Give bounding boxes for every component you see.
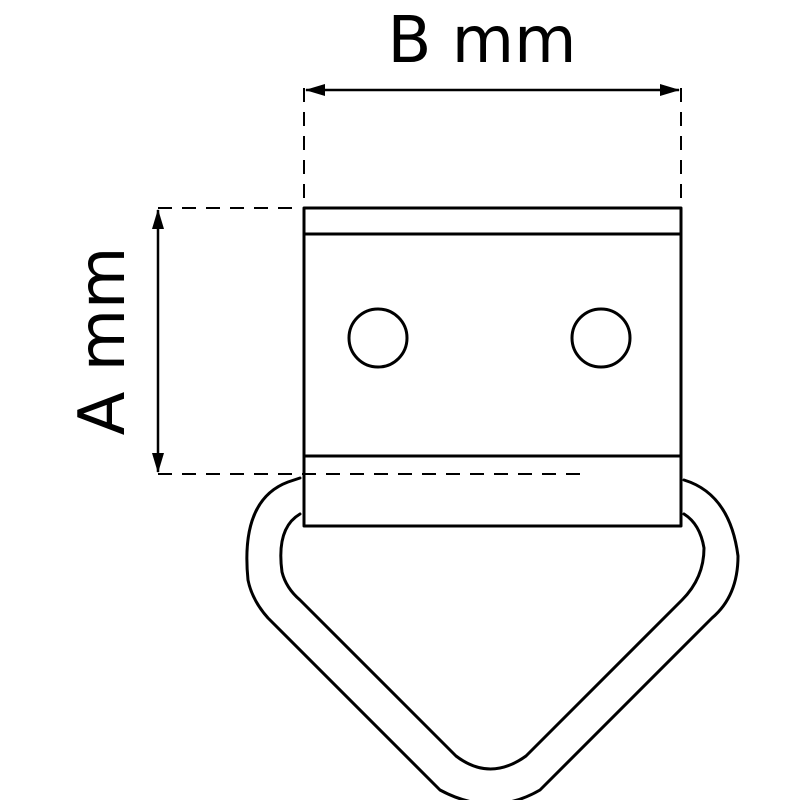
- plate-outline: [302, 206, 683, 528]
- right-mounting-hole: [570, 307, 632, 369]
- triangle-ring: [245, 476, 740, 800]
- ring-outer-outline: [245, 476, 740, 800]
- height-dimension-label: A mm: [66, 247, 140, 436]
- ring-inner-outline: [279, 512, 706, 771]
- width-dimension: B mm: [303, 4, 682, 206]
- width-dimension-label: B mm: [388, 4, 577, 78]
- height-dimension: A mm: [66, 207, 585, 475]
- mounting-plate: [302, 206, 683, 528]
- plate-fill: [304, 208, 681, 526]
- left-mounting-hole: [347, 307, 409, 369]
